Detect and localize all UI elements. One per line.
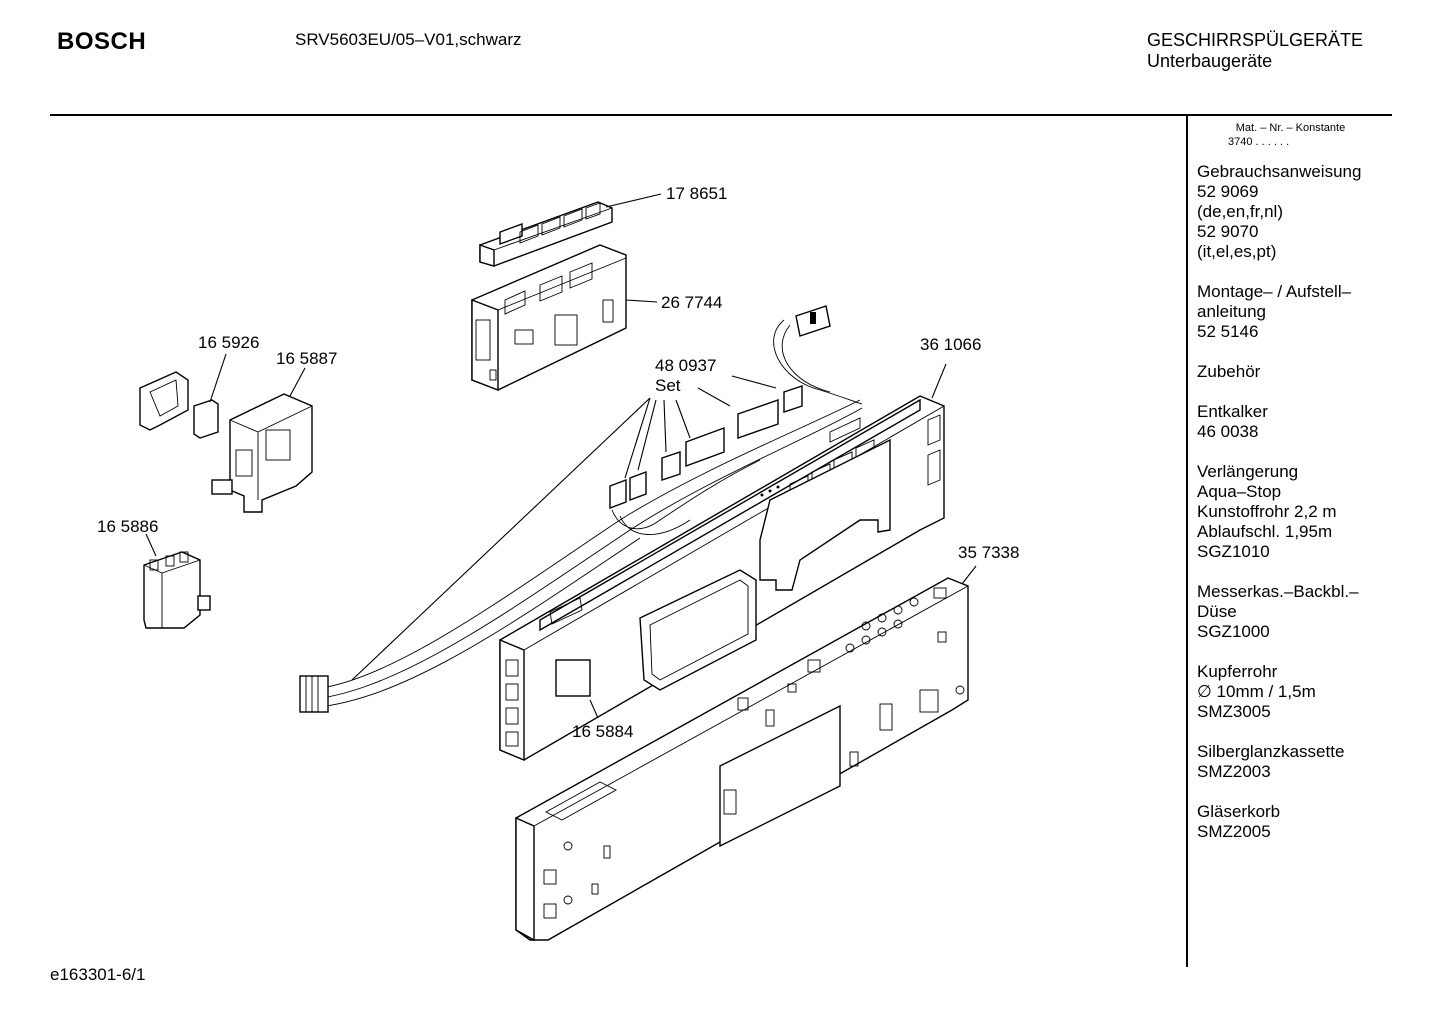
- side-entry-silver: Silberglanzkassette SMZ2003: [1197, 742, 1387, 782]
- side-entry-descaler: Entkalker 46 0038: [1197, 402, 1387, 442]
- side-line: Aqua–Stop: [1197, 482, 1282, 501]
- part-button-strip: [479, 201, 613, 267]
- category-line-1: GESCHIRRSPÜLGERÄTE: [1147, 30, 1364, 50]
- leader-178651: [605, 193, 662, 208]
- part-inner-carrier: [515, 577, 969, 942]
- side-line: Ablaufschl. 1,95m: [1197, 522, 1333, 541]
- drawing-id: e163301-6/1: [50, 965, 146, 984]
- side-line: SMZ3005: [1197, 702, 1271, 721]
- side-line: SMZ2005: [1197, 822, 1271, 841]
- header-divider: [50, 114, 1392, 116]
- side-entry-manual: Gebrauchsanweisung 52 9069 (de,en,fr,nl)…: [1197, 162, 1387, 262]
- side-entry-accessories: Zubehör: [1197, 362, 1387, 382]
- category-heading: GESCHIRRSPÜLGERÄTE Unterbaugeräte: [1147, 30, 1363, 72]
- side-line: (it,el,es,pt): [1197, 242, 1277, 261]
- part-cable-harness: [299, 305, 863, 713]
- leader-165926: [209, 353, 227, 403]
- label-480937: 48 0937: [655, 356, 716, 375]
- side-entry-installation: Montage– / Aufstell– anleitung 52 5146: [1197, 282, 1387, 342]
- side-line: SMZ2003: [1197, 762, 1271, 781]
- label-165886: 16 5886: [97, 517, 158, 536]
- side-line: Kunstoffrohr 2,2 m: [1197, 502, 1337, 521]
- leader-480937-e: [675, 399, 691, 439]
- category-line-2: Unterbaugeräte: [1147, 51, 1273, 71]
- side-entry-extension: Verlängerung Aqua–Stop Kunstoffrohr 2,2 …: [1197, 462, 1387, 562]
- leader-267744: [625, 299, 658, 303]
- model-number: SRV5603EU/05–V01,schwarz: [295, 30, 522, 49]
- leader-480937-c: [637, 399, 657, 471]
- exploded-parts-diagram: 17 8651 26 7744 16 5926: [97, 184, 1019, 942]
- label-165884: 16 5884: [572, 722, 633, 741]
- side-entry-glass: Gläserkorb SMZ2005: [1197, 802, 1387, 842]
- label-267744: 26 7744: [661, 293, 722, 312]
- part-control-module: [471, 244, 627, 392]
- part-cover-bracket: [139, 371, 219, 439]
- side-line: 52 9070: [1197, 222, 1259, 241]
- part-switch-housing: [211, 393, 313, 513]
- matnr-label: Mat. – Nr. – Konstante: [1235, 122, 1346, 134]
- label-480937-set: Set: [655, 376, 681, 395]
- side-line: Messerkas.–Backbl.–: [1197, 582, 1359, 601]
- leader-165886: [145, 533, 157, 557]
- side-line: (de,en,fr,nl): [1197, 202, 1283, 221]
- leader-480937-f: [697, 387, 731, 407]
- sidebar-divider: [1186, 116, 1188, 967]
- side-line: 52 9069: [1197, 182, 1259, 201]
- part-front-fascia: [499, 395, 945, 762]
- label-165887: 16 5887: [276, 349, 337, 368]
- side-entry-copper: Kupferrohr ∅ 10mm / 1,5m SMZ3005: [1197, 662, 1387, 722]
- leader-480937-b: [624, 397, 651, 479]
- leader-165887: [289, 367, 306, 397]
- side-line: Zubehör: [1197, 362, 1261, 381]
- side-entry-cutlery: Messerkas.–Backbl.– Düse SGZ1000: [1197, 582, 1387, 642]
- leader-480937-d: [663, 399, 667, 453]
- side-line: Gebrauchsanweisung: [1197, 162, 1362, 181]
- side-line: Montage– / Aufstell–: [1197, 282, 1352, 301]
- side-line: 52 5146: [1197, 322, 1259, 341]
- accessory-list: Gebrauchsanweisung 52 9069 (de,en,fr,nl)…: [1197, 162, 1387, 862]
- leader-480937-g: [731, 375, 777, 389]
- label-178651: 17 8651: [666, 184, 727, 203]
- label-357338: 35 7338: [958, 543, 1019, 562]
- leader-480937-a: [351, 397, 651, 681]
- brand-logo: BOSCH: [57, 28, 147, 55]
- side-line: SGZ1010: [1197, 542, 1270, 561]
- side-line: Kupferrohr: [1197, 662, 1278, 681]
- side-line: Verlängerung: [1197, 462, 1299, 481]
- side-line: Gläserkorb: [1197, 802, 1281, 821]
- matnr-value: 3740 . . . . . .: [1228, 136, 1290, 148]
- side-line: 46 0038: [1197, 422, 1259, 441]
- side-line: Entkalker: [1197, 402, 1268, 421]
- side-line: ∅ 10mm / 1,5m: [1197, 682, 1316, 701]
- matnr-block: Mat. – Nr. – Konstante 3740 . . . . . .: [1198, 121, 1383, 149]
- side-line: anleitung: [1197, 302, 1267, 321]
- part-relay-block: [143, 551, 211, 629]
- side-line: SGZ1000: [1197, 622, 1270, 641]
- leader-357338: [961, 565, 977, 585]
- side-line: Düse: [1197, 602, 1237, 621]
- leader-165884: [589, 699, 599, 719]
- side-line: Silberglanzkassette: [1197, 742, 1345, 761]
- leader-361066: [931, 363, 947, 399]
- label-361066: 36 1066: [920, 335, 981, 354]
- label-165926: 16 5926: [198, 333, 259, 352]
